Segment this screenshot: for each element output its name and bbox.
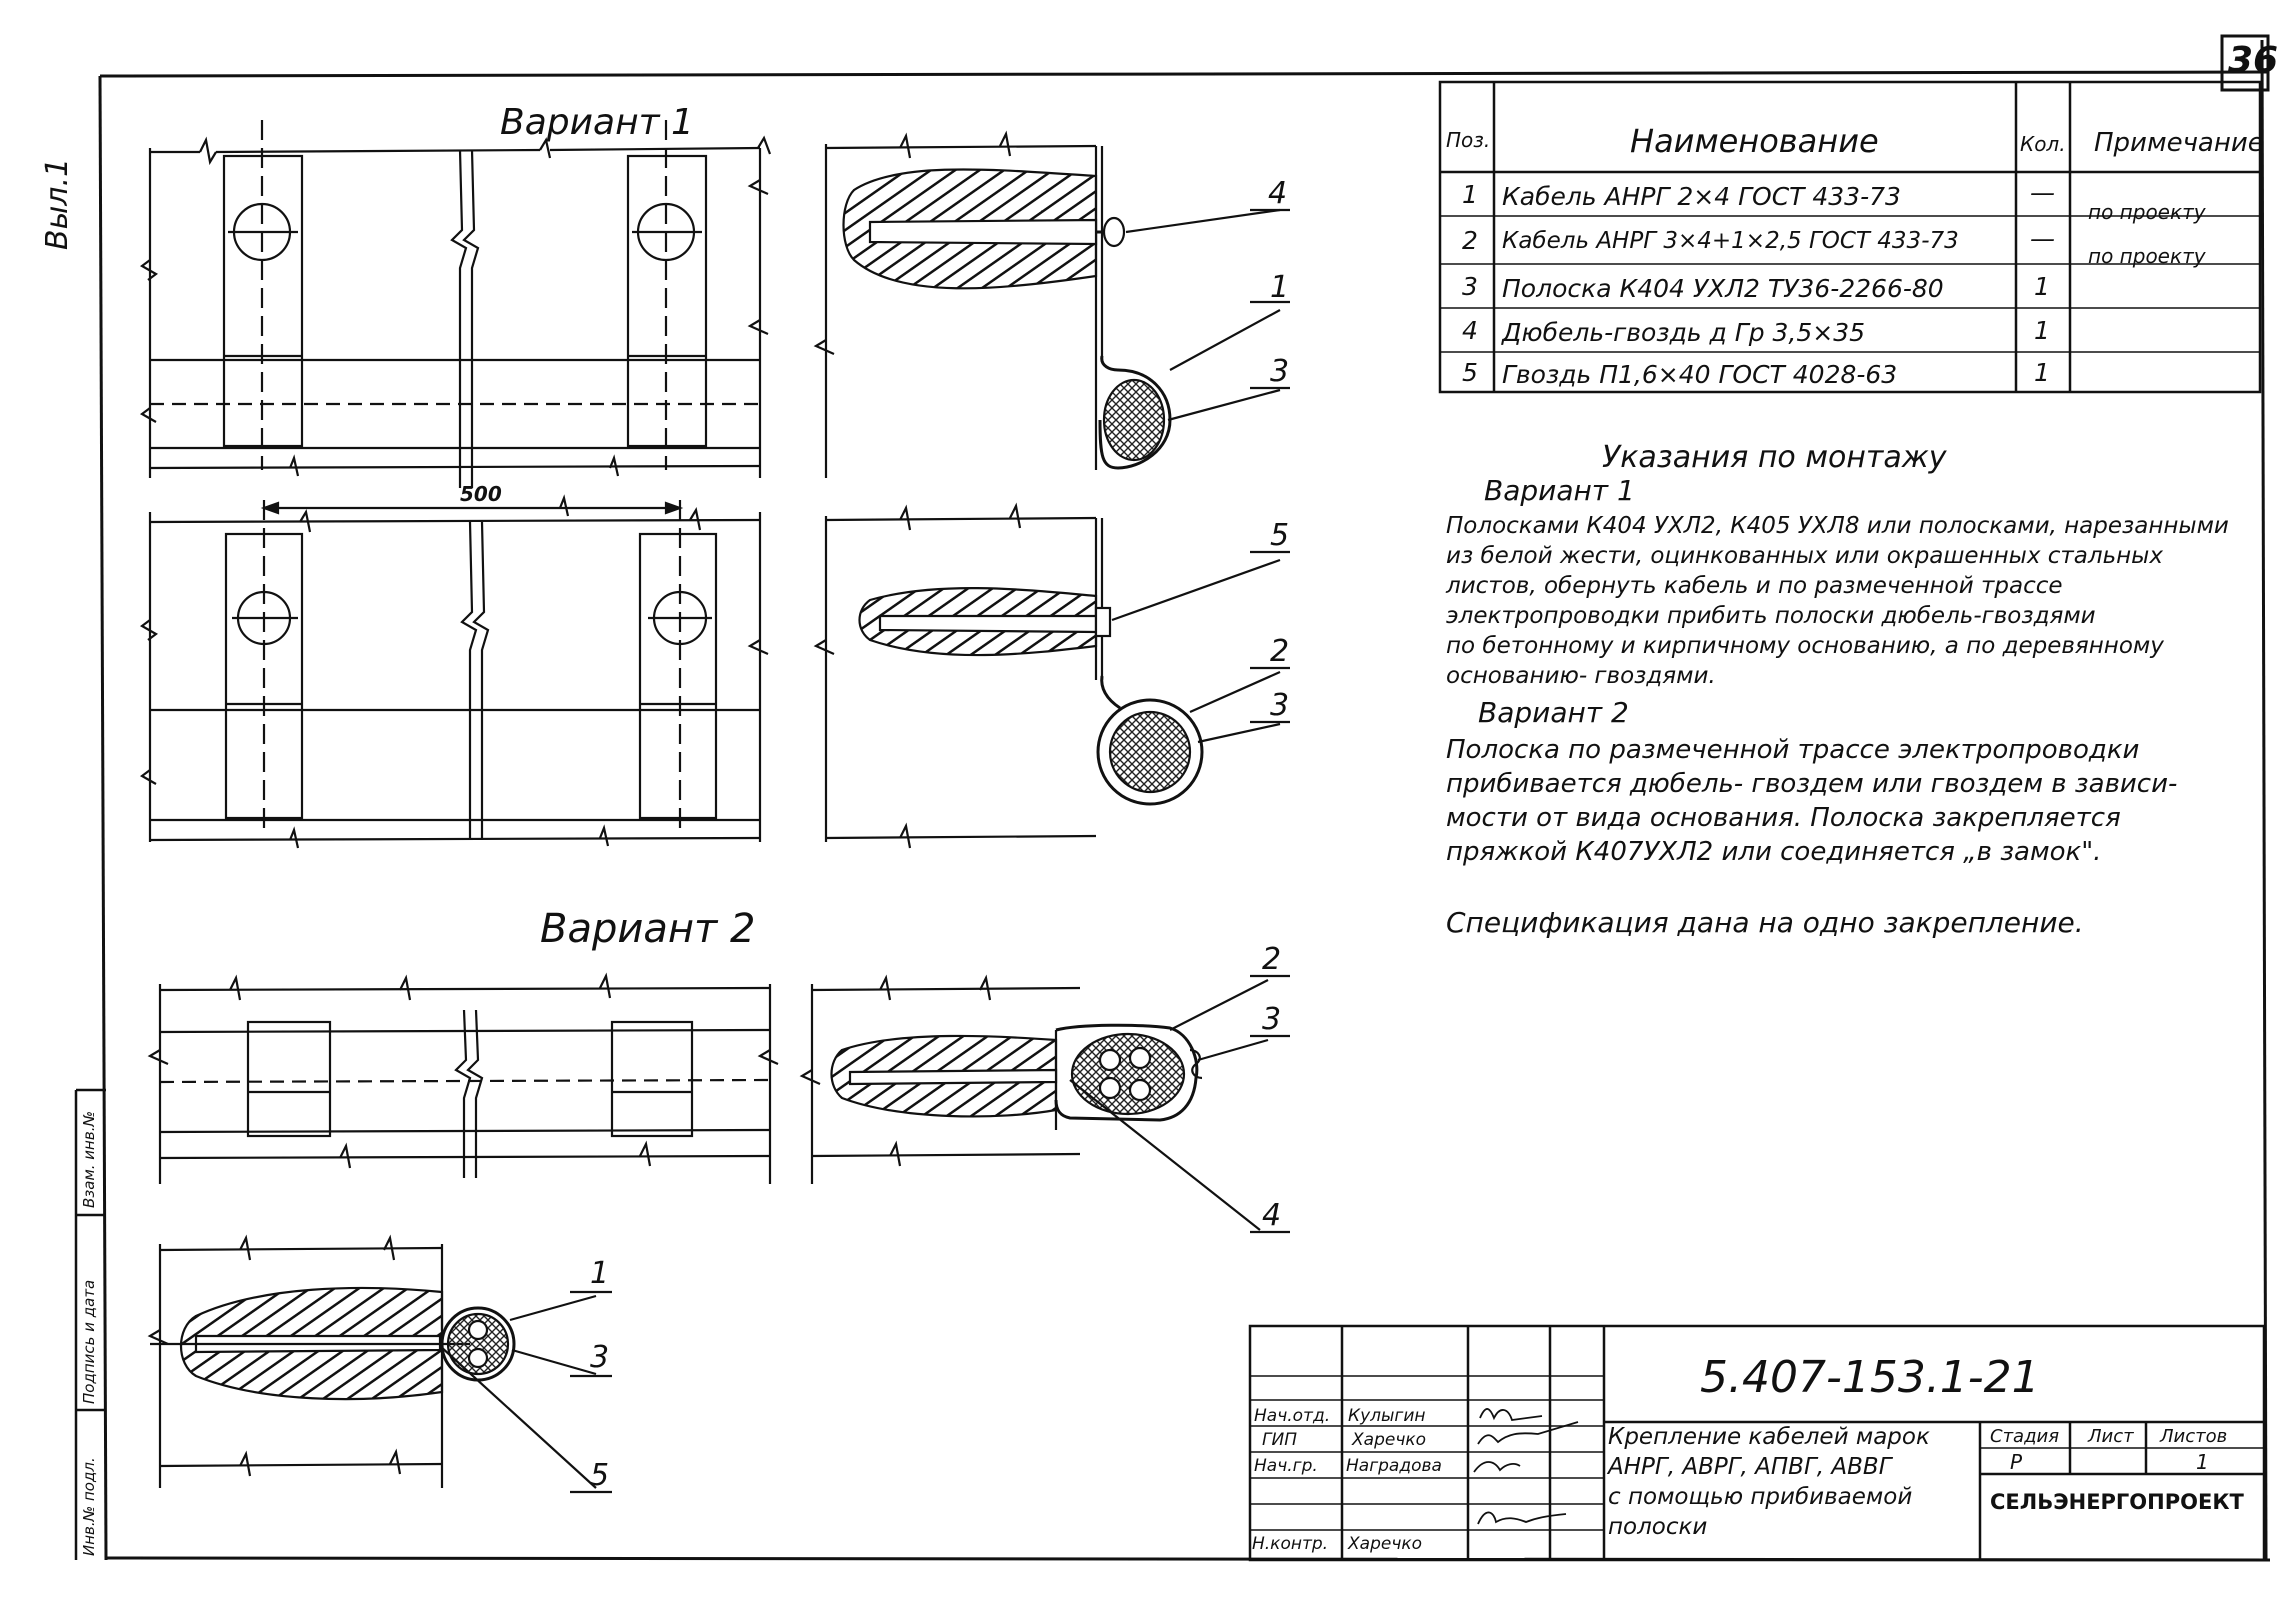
instructions-v1-line: по бетонному и кирпичному основанию, а п…: [1446, 633, 2164, 659]
stage-value: Р: [2010, 1450, 2023, 1474]
spec-row-pos: 2: [1462, 226, 1478, 255]
spec-row-pos: 5: [1462, 358, 1478, 387]
stamp-label: Взам. инв.№: [80, 1110, 98, 1208]
side-note: Выл.1: [40, 157, 75, 250]
stamp-label: Инв.№ подл.: [80, 1457, 98, 1556]
spec-row-pos: 3: [1462, 272, 1478, 301]
signatures: [1473, 1408, 1579, 1525]
spec-header-pos: Поз.: [1446, 128, 1491, 152]
stamp-label: Подпись и дата: [80, 1279, 98, 1404]
left-stamp: [74, 1088, 106, 1560]
callout-v2-bottom-5: 5: [590, 1458, 610, 1493]
doc-code: 5.407-153.1-21: [1700, 1352, 2040, 1403]
spec-row-note: по проекту: [2088, 244, 2206, 268]
instructions-v1-line: электропроводки прибить полоски дюбель-г…: [1446, 603, 2096, 629]
instructions-v2-line: мости от вида основания. Полоска закрепл…: [1446, 803, 2121, 833]
variant2-title: Вариант 2: [540, 906, 756, 952]
instructions-v1-line: Полосками К404 УХЛ2, К405 УХЛ8 или полос…: [1446, 513, 2229, 539]
organization: СЕЛЬЭНЕРГОПРОЕКТ: [1990, 1490, 2244, 1514]
callout-v2-side-4: 4: [1262, 1198, 1282, 1233]
drawing-title-line: с помощью прибиваемой: [1608, 1484, 1913, 1510]
role-label: Нач.отд.: [1254, 1406, 1331, 1426]
spec-note: Спецификация дана на одно закрепление.: [1446, 906, 2084, 939]
drawing-title-line: полоски: [1608, 1514, 1708, 1540]
v2-bottom-section: [147, 1234, 612, 1494]
callout-v2-side-3: 3: [1262, 1002, 1282, 1037]
dimension-500: 500: [460, 482, 502, 506]
person-name: Кулыгин: [1348, 1406, 1426, 1426]
instructions-v1-line: основанию- гвоздями.: [1446, 663, 1716, 689]
callout-v1-bottom-3: 3: [1270, 688, 1290, 723]
callout-v2-side-2: 2: [1262, 942, 1282, 977]
sheets-value: 1: [2196, 1450, 2209, 1474]
spec-row-pos: 4: [1462, 316, 1478, 345]
v1-top-section: [813, 130, 1290, 478]
spec-row-name: Кабель АНРГ 2×4 ГОСТ 433-73: [1502, 182, 1901, 211]
spec-row-qty: —: [2030, 224, 2055, 253]
v2-side-section: [799, 974, 1290, 1234]
variant1-title: Вариант 1: [500, 102, 694, 143]
v2-plan: [147, 972, 779, 1184]
v1-bottom-plan: [140, 494, 769, 849]
spec-header-name: Наименование: [1630, 122, 1879, 160]
person-name: Наградова: [1346, 1456, 1442, 1476]
spec-row-qty: 1: [2034, 358, 2050, 387]
role-label: Нач.гр.: [1254, 1456, 1318, 1476]
title-block-grid: [1248, 1324, 2266, 1562]
callout-v2-bottom-3: 3: [590, 1340, 610, 1375]
instructions-v2-line: прибивается дюбель- гвоздем или гвоздем …: [1446, 769, 2178, 799]
spec-row-pos: 1: [1462, 180, 1478, 209]
instructions-title: Указания по монтажу: [1602, 440, 1947, 475]
spec-row-name: Гвоздь П1,6×40 ГОСТ 4028-63: [1502, 360, 1898, 389]
sheets-label: Листов: [2160, 1426, 2228, 1447]
callout-v1-top-4: 4: [1268, 176, 1288, 211]
v1-bottom-section: [813, 502, 1290, 849]
spec-row-qty: 1: [2034, 272, 2050, 301]
instructions-variant2-heading: Вариант 2: [1478, 696, 1629, 729]
callout-v1-top-1: 1: [1270, 270, 1290, 305]
sheet-frame: [98, 34, 2271, 1562]
instructions-v1-line: листов, обернуть кабель и по размеченной…: [1446, 573, 2063, 599]
spec-header-note: Примечание: [2094, 128, 2264, 158]
spec-row-name: Полоска К404 УХЛ2 ТУ36-2266-80: [1502, 274, 1944, 303]
spec-row-qty: —: [2030, 178, 2055, 207]
person-name: Харечко: [1352, 1430, 1427, 1450]
instructions-v2-line: пряжкой К407УХЛ2 или соединяется „в замо…: [1446, 837, 2102, 867]
spec-table-grid: [1438, 80, 2262, 394]
v1-top-plan: [140, 120, 772, 488]
spec-row-name: Дюбель-гвоздь д Гр 3,5×35: [1502, 318, 1866, 347]
spec-row-qty: 1: [2034, 316, 2050, 345]
callout-v1-bottom-2: 2: [1270, 634, 1290, 669]
drawing-title-line: Крепление кабелей марок: [1608, 1424, 1930, 1450]
instructions-v1-line: из белой жести, оцинкованных или окрашен…: [1446, 543, 2163, 569]
sheet-number: 36: [2228, 40, 2279, 81]
spec-row-name: Кабель АНРГ 3×4+1×2,5 ГОСТ 433-73: [1502, 228, 1959, 254]
callout-v2-bottom-1: 1: [590, 1256, 610, 1291]
sheet-label: Лист: [2088, 1426, 2134, 1447]
callout-v1-top-3: 3: [1270, 354, 1290, 389]
instructions-v2-line: Полоска по размеченной трассе электропро…: [1446, 735, 2140, 765]
role-label: ГИП: [1262, 1430, 1297, 1450]
stage-label: Стадия: [1990, 1426, 2060, 1447]
drawing-title-line: АНРГ, АВРГ, АПВГ, АВВГ: [1608, 1454, 1892, 1480]
spec-header-qty: Кол.: [2020, 132, 2066, 156]
spec-row-note: по проекту: [2088, 200, 2206, 224]
person-name: Харечко: [1348, 1534, 1423, 1554]
instructions-variant1-heading: Вариант 1: [1484, 474, 1635, 507]
callout-v1-bottom-5: 5: [1270, 518, 1290, 553]
role-label: Н.контр.: [1252, 1534, 1329, 1554]
